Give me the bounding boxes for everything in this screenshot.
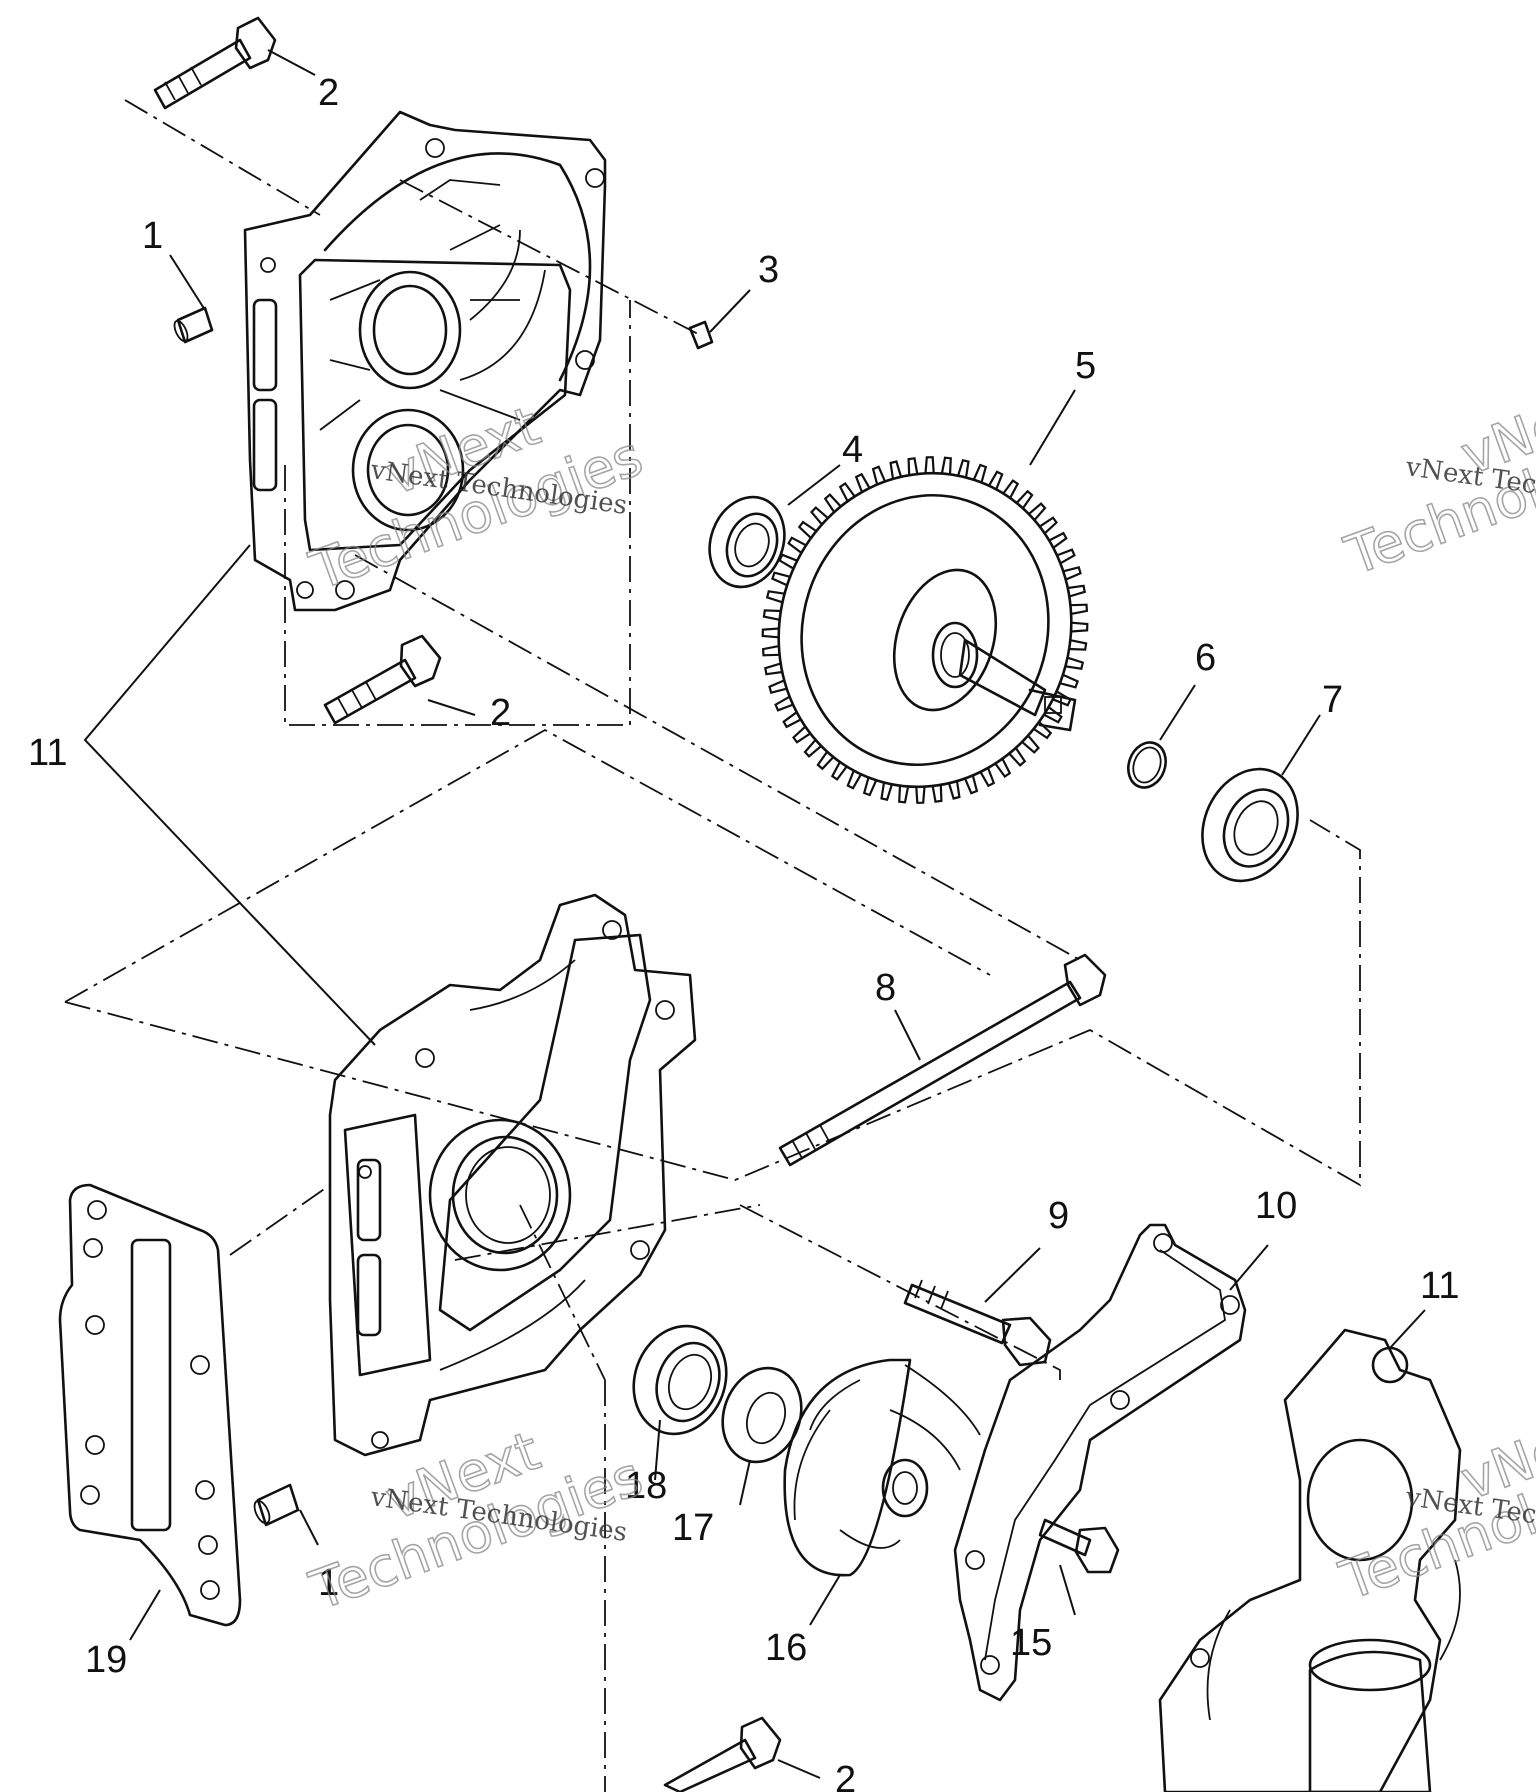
callout-16: 16	[765, 1627, 807, 1669]
gear-tooth	[957, 458, 970, 478]
callout-2-mid: 2	[490, 692, 511, 734]
gear-tooth	[761, 645, 780, 657]
gear-tooth	[988, 470, 1004, 490]
gear-tooth	[1056, 548, 1076, 565]
callout-3: 3	[758, 249, 779, 291]
gear-tooth	[803, 739, 822, 758]
callout-15: 15	[1010, 1622, 1052, 1664]
pump-cover	[1158, 1328, 1462, 1792]
gear-tooth	[1069, 639, 1088, 651]
gear-tooth	[898, 785, 910, 804]
o-ring	[1127, 741, 1167, 789]
leader-lines	[83, 49, 1426, 1779]
bolt-bottom	[663, 1716, 782, 1792]
callout-1-bottom: 1	[318, 1562, 339, 1604]
gear-tooth	[1070, 603, 1089, 615]
callout-19: 19	[85, 1639, 127, 1681]
gear-tooth	[774, 695, 794, 712]
gear-tooth	[1043, 706, 1063, 724]
long-bolt	[778, 953, 1107, 1167]
alignment-lines	[64, 99, 1361, 1792]
gear-tooth	[762, 609, 781, 621]
callout-7: 7	[1322, 679, 1343, 721]
callout-4: 4	[842, 429, 863, 471]
gear-tooth	[1059, 673, 1079, 689]
gasket-left	[58, 1183, 242, 1627]
callout-5: 5	[1075, 345, 1096, 387]
dowel-pins	[173, 306, 714, 1527]
gear-tooth	[907, 457, 919, 476]
callout-2-top: 2	[318, 72, 339, 114]
gear-tooth	[1063, 565, 1082, 581]
gear-tooth	[810, 506, 829, 526]
gasket-right	[953, 1223, 1247, 1702]
gear-tooth	[1065, 656, 1085, 670]
gear-tooth	[768, 679, 787, 695]
callouts: 2 1 3 5 4 6 7 2 11 8 9 10 11 18 17 1 19 …	[28, 72, 1459, 1792]
gear-tooth	[854, 472, 871, 493]
gear-tooth	[947, 780, 961, 800]
gear-tooth	[915, 786, 926, 804]
gear-tooth	[963, 775, 979, 795]
gear-tooth	[994, 758, 1012, 779]
callout-8: 8	[875, 967, 896, 1009]
gear-tooth	[771, 571, 791, 587]
drain-bolt	[1038, 1518, 1120, 1574]
gear-tooth	[1048, 531, 1068, 549]
impeller	[783, 1358, 981, 1577]
gear-tooth	[880, 782, 893, 802]
gear-tooth	[924, 456, 935, 474]
bolt-nine	[903, 1279, 1052, 1367]
bearing-upper	[708, 495, 786, 589]
gear-tooth	[1008, 747, 1027, 767]
callout-6: 6	[1195, 637, 1216, 679]
gear-tooth	[1002, 479, 1020, 499]
callout-11-right: 11	[1420, 1265, 1459, 1307]
watermarks: vNext Technologies vNext Technologies Te…	[301, 373, 1536, 1623]
callout-18: 18	[625, 1465, 667, 1507]
gear-tooth	[1015, 489, 1034, 509]
gear-tooth	[972, 463, 988, 483]
gear-tooth	[765, 590, 785, 604]
gear-tooth	[816, 751, 835, 771]
gear-tooth	[940, 456, 952, 475]
gear-tooth	[1033, 721, 1053, 740]
gear-tooth	[778, 553, 798, 570]
callout-2-bottom: 2	[835, 1759, 856, 1792]
gear-tooth	[1028, 502, 1047, 521]
gear-tooth	[931, 784, 943, 803]
gear-tooth	[1067, 584, 1086, 598]
seal-bearing	[632, 1324, 728, 1436]
gear-tooth	[787, 536, 807, 554]
callout-17: 17	[672, 1507, 714, 1549]
gear-tooth	[838, 481, 856, 502]
callout-9: 9	[1048, 1195, 1069, 1237]
gear-tooth	[1070, 621, 1089, 633]
upper-housing	[243, 110, 607, 612]
gear-tooth	[823, 493, 842, 513]
gear-tooth	[862, 777, 878, 797]
gear-tooth	[792, 725, 811, 744]
gear-tooth	[1021, 734, 1040, 754]
gear-tooth	[846, 770, 862, 790]
gear	[761, 456, 1089, 804]
gear-tooth	[889, 460, 903, 480]
callout-11-left: 11	[28, 732, 67, 774]
gear-tooth	[830, 761, 848, 781]
callout-10: 10	[1255, 1185, 1297, 1227]
washer	[721, 1366, 803, 1464]
callout-1-top: 1	[142, 215, 163, 257]
lower-housing	[328, 893, 697, 1457]
gear-tooth	[979, 767, 996, 788]
gear-tooth	[764, 662, 783, 676]
gear-tooth	[871, 465, 887, 485]
bearing-lower	[1201, 767, 1299, 883]
gear-tooth	[797, 520, 817, 539]
gear-tooth	[782, 711, 802, 729]
gear-tooth	[761, 627, 780, 639]
gear-tooth	[1039, 516, 1058, 535]
bolt-mid	[323, 634, 442, 725]
bolt-top	[153, 16, 277, 110]
